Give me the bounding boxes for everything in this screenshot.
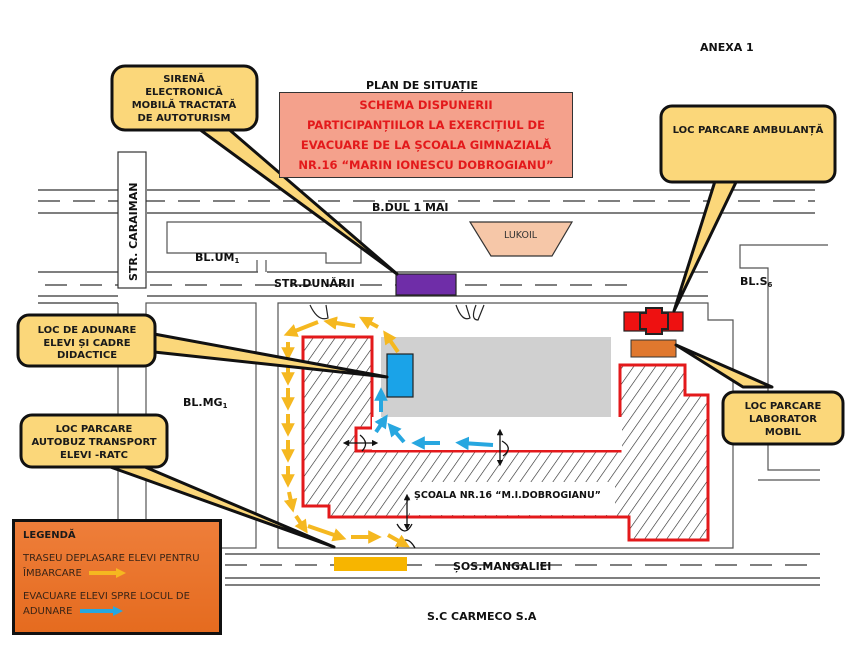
building-label-s6: BL.S6 [740,275,773,289]
svg-text:MOBIL: MOBIL [765,427,802,438]
lukoil-station [468,221,574,257]
road-str-dunarii [38,271,708,304]
siren-vehicle[interactable] [395,273,457,296]
callout-ambulance: LOC PARCARE AMBULANȚĂ [659,104,837,184]
building-label-mg1: BL.MG1 [183,396,228,410]
school-label: ȘCOALA NR.16 “M.I.DOBROGIANU” [414,490,601,501]
mobile-lab-vehicle[interactable] [630,339,677,358]
street-label-caraiman: STR. CARAIMAN [127,183,140,281]
school-yard-boundary [277,302,734,549]
svg-text:LABORATOR: LABORATOR [749,414,817,425]
school-label-bg [410,482,615,515]
route-to-bus [281,316,410,548]
callout-lab: LOC PARCARE LABORATOR MOBIL [721,390,845,446]
scheme-title-line: PARTICIPANȚIILOR LA EXERCIȚIUL DE [307,118,545,132]
annex-label: ANEXA 1 [700,41,754,54]
blue-arrow-icon [79,606,123,616]
svg-text:ELEVI ȘI CADRE: ELEVI ȘI CADRE [43,338,130,349]
svg-text:ELECTRONICĂ: ELECTRONICĂ [145,85,223,98]
svg-text:LOC PARCARE AMBULANȚĂ: LOC PARCARE AMBULANȚĂ [673,123,824,136]
school-courtyard-gap [372,417,622,450]
building-label-um1: BL.UM1 [195,251,239,265]
carmeco-label: S.C CARMECO S.A [427,610,537,623]
assembly-point[interactable] [386,353,414,398]
legend-title: LEGENDĂ [23,530,76,541]
svg-text:DE AUTOTURISM: DE AUTOTURISM [137,113,230,124]
svg-text:AUTOBUZ TRANSPORT: AUTOBUZ TRANSPORT [31,437,156,448]
svg-text:LOC DE ADUNARE: LOC DE ADUNARE [38,325,137,336]
callout-bus: LOC PARCARE AUTOBUZ TRANSPORT ELEVI -RAT… [19,413,169,469]
svg-text:MOBILĂ TRACTATĂ: MOBILĂ TRACTATĂ [132,98,237,111]
bus-parking[interactable] [334,557,407,571]
scheme-title-box: SCHEMA DISPUNERII PARTICIPANȚIILOR LA EX… [279,92,573,178]
callout-assembly: LOC DE ADUNARE ELEVI ȘI CADRE DIDACTICE [16,313,157,368]
svg-text:LOC PARCARE: LOC PARCARE [745,401,822,412]
callout-tail-lab [674,343,774,389]
scheme-title-line: EVACUARE DE LA ȘCOALA GIMNAZIALĂ [300,138,552,152]
svg-text:LOC PARCARE: LOC PARCARE [56,424,133,435]
building-bl-s6 [739,244,828,471]
svg-text:DIDACTICE: DIDACTICE [57,350,117,361]
ambulance[interactable] [623,307,684,335]
callout-tail-ambulance [672,176,740,313]
scheme-title-line: NR.16 “MARIN IONESCU DOBROGIANU” [298,158,554,172]
road-str-caraiman [117,151,147,289]
courtyard [381,337,611,417]
callout-siren: SIRENĂ ELECTRONICĂ MOBILĂ TRACTATĂ DE AU… [110,64,259,132]
svg-text:ELEVI -RATC: ELEVI -RATC [60,450,128,461]
street-label-bdul: B.DUL 1 MAI [372,201,449,214]
legend-box: LEGENDĂ TRASEU DEPLASARE ELEVI PENTRU ÎM… [12,519,222,635]
road-sos-mangaliei [225,553,820,586]
plan-title: PLAN DE SITUAȚIE [366,79,478,92]
route-to-assembly [374,387,494,451]
street-label-mangaliei: ȘOS.MANGALIEI [453,560,551,573]
svg-text:SIRENĂ: SIRENĂ [163,72,205,85]
gate-icons [309,304,485,321]
legend-item-boarding-route: TRASEU DEPLASARE ELEVI PENTRU ÎMBARCARE [23,553,200,579]
red-cross-icon [644,312,664,330]
yellow-arrow-icon [89,568,127,578]
lukoil-label: LUKOIL [504,230,538,241]
scheme-title-line: SCHEMA DISPUNERII [359,98,493,112]
building-bl-um1 [166,221,362,264]
street-label-dunarii: STR.DUNĂRII [274,277,355,290]
door-arrow-icons [342,428,509,549]
legend-item-assembly-route: EVACUARE ELEVI SPRE LOCUL DE ADUNARE [23,591,190,617]
